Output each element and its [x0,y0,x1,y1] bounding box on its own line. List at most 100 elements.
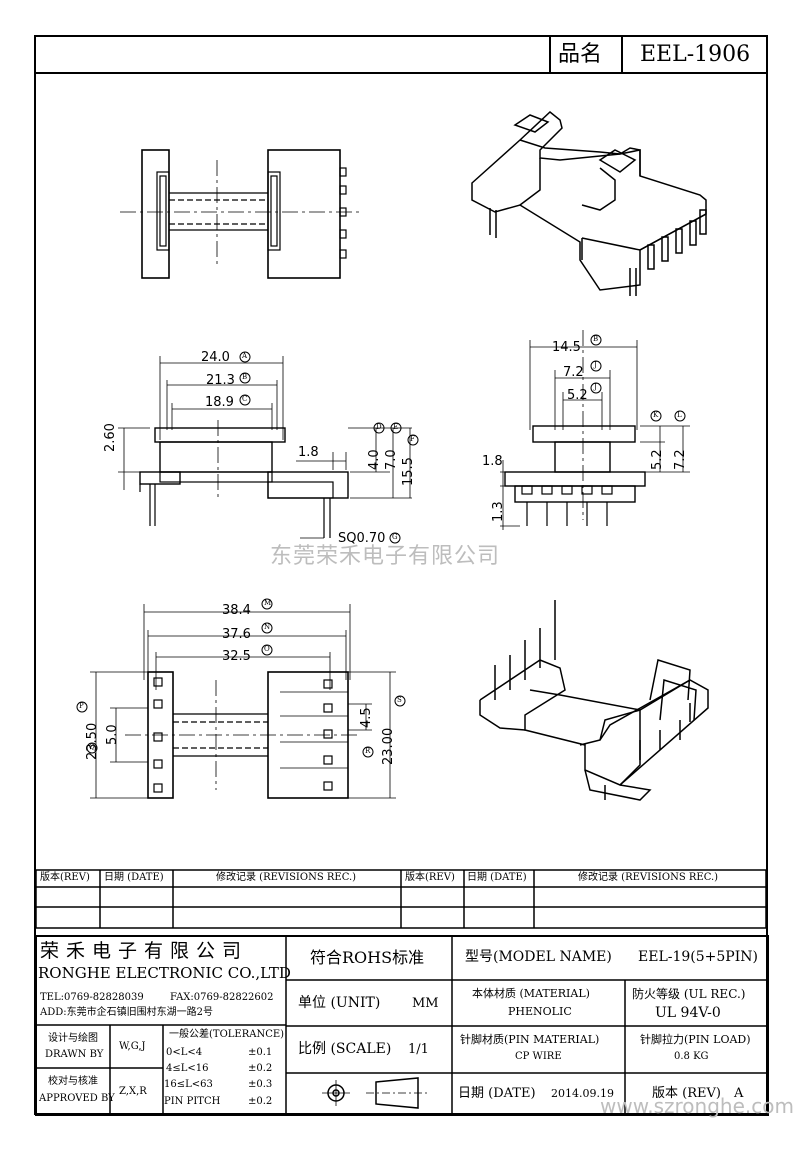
marker-j1: J [594,361,597,369]
pin-material-value: CP WIRE [515,1051,562,1062]
watermark-center: 东莞荣禾电子有限公司 [270,544,501,569]
dim-1-3: 1.3 [491,501,506,522]
approver-label-en: APPROVED BY [39,1093,115,1104]
marker-p: P [79,702,84,710]
iso-view-bottom [479,600,709,801]
part-name: EEL-1906 [640,42,751,67]
designer-value: W,G,J [119,1041,146,1052]
tol-val-1: ±0.1 [248,1047,273,1058]
tol-val-2: ±0.2 [248,1063,273,1074]
tol-range-3: 16≤L<63 [164,1079,213,1090]
unit-value: MM [412,996,439,1011]
company-cn: 荣禾电子有限公司 [40,940,249,962]
dim-5-2-j: 5.2 [567,388,588,403]
pin-load-label: 针脚拉力(PIN LOAD) [640,1033,751,1046]
rev-header-1: 版本(REV) [40,872,90,883]
model-value: EEL-19(5+5PIN) [638,949,758,965]
watermark-corner: www.szronghe.com [600,1094,794,1118]
pin-material-label: 针脚材质(PIN MATERIAL) [460,1033,600,1046]
dim-23-50: 23.50 [85,722,100,760]
bottom-view [90,604,396,799]
marker-k: K [653,411,659,419]
designer-label-cn: 设计与绘图 [48,1033,98,1044]
marker-f: F [410,435,415,443]
company-address: ADD:东莞市企石镇旧围村东湖一路2号 [40,1007,213,1018]
marker-d: D [376,423,382,431]
tol-range-1: 0<L<4 [166,1047,203,1058]
date-label: 日期 (DATE) [458,1086,536,1101]
marker-j2: J [594,383,597,391]
iso-view-top [471,111,707,296]
marker-s: S [397,696,402,704]
marker-m: M [264,599,272,607]
end-view [500,330,690,530]
dim-4-0: 4.0 [367,449,382,470]
marker-q: Q [89,743,95,751]
rev-header-4: 版本(REV) [405,872,455,883]
rev-value: A [734,1086,744,1101]
rev-label: 版本 (REV) [652,1086,721,1101]
dim-23-00: 23.00 [381,727,396,765]
dim-markers [76,334,686,758]
designer-label-en: DRAWN BY [45,1049,104,1060]
company-fax: FAX:0769-82822602 [170,992,274,1003]
scale-label: 比例 (SCALE) [298,1041,392,1057]
rev-header-6: 修改记录 (REVISIONS REC.) [578,872,719,883]
company-en: RONGHE ELECTRONIC CO.,LTD [38,964,291,982]
marker-l: L [677,411,682,419]
material-label: 本体材质 (MATERIAL) [472,987,590,1000]
material-value: PHENOLIC [508,1005,572,1018]
dim-7-2-j: 7.2 [563,365,584,380]
tol-range-2: 4≤L<16 [166,1063,209,1074]
dim-24: 24.0 [201,350,230,365]
dim-38-4: 38.4 [222,603,251,618]
dim-14-5: 14.5 [552,340,581,355]
dim-32-5: 32.5 [222,649,251,664]
tol-val-3: ±0.3 [248,1079,273,1090]
fire-value: UL 94V-0 [655,1005,721,1021]
marker-c: C [242,395,248,403]
fire-label: 防火等级 (UL REC.) [632,987,746,1001]
dim-sq0-70: SQ0.70 [338,531,386,546]
marker-b: B [242,373,248,381]
dim-1-8: 1.8 [298,445,319,460]
part-label: 品名 [558,42,603,67]
model-label: 型号(MODEL NAME) [465,949,612,965]
marker-g: G [392,533,398,541]
approver-label-cn: 校对与核准 [48,1076,98,1087]
dim-2-60: 2.60 [103,423,118,452]
tol-range-4: PIN PITCH [164,1096,221,1107]
approver-value: Z,X,R [119,1086,147,1097]
dim-1-8-end: 1.8 [482,454,503,469]
rev-header-5: 日期 (DATE) [467,872,527,883]
table-grid [35,869,769,1116]
tolerance-title: 一般公差(TOLERANCE) [169,1029,285,1040]
marker-o: O [264,645,270,653]
pin-load-value: 0.8 KG [674,1051,709,1062]
date-value: 2014.09.19 [551,1087,614,1100]
dim-37-6: 37.6 [222,627,251,642]
marker-a: A [242,352,248,360]
dim-7-0: 7.0 [384,449,399,470]
rev-header-3: 修改记录 (REVISIONS REC.) [216,872,357,883]
dim-18-9: 18.9 [205,395,234,410]
company-tel: TEL:0769-82828039 [40,992,144,1003]
marker-b2: B [593,335,599,343]
dim-5-0: 5.0 [105,724,120,745]
top-view [120,149,360,279]
scale-value: 1/1 [408,1042,429,1057]
marker-n: N [264,623,271,631]
dim-15-5: 15.5 [401,457,416,486]
tol-val-4: ±0.2 [248,1096,273,1107]
marker-e: E [393,423,399,431]
side-view [118,356,412,539]
dim-21-3: 21.3 [206,373,235,388]
marker-r: R [365,747,371,755]
rev-header-2: 日期 (DATE) [104,872,164,883]
dim-4-5: 4.5 [359,707,374,728]
rohs-statement: 符合ROHS标准 [310,948,425,967]
dim-5-2-k: 5.2 [650,449,665,470]
unit-label: 单位 (UNIT) [298,995,381,1011]
dim-7-2-l: 7.2 [673,449,688,470]
